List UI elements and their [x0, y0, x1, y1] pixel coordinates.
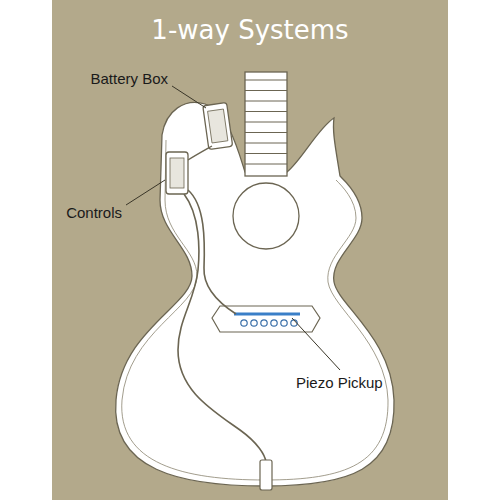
sound-hole	[233, 183, 299, 249]
bridge	[212, 306, 320, 332]
battery-box	[203, 103, 233, 150]
pickup-wire	[188, 190, 236, 314]
fret	[245, 90, 287, 91]
fret	[245, 122, 287, 123]
fret	[245, 164, 287, 165]
fret	[245, 153, 287, 154]
leader-line	[172, 86, 206, 108]
fret	[245, 132, 287, 133]
part-label: Piezo Pickup	[296, 374, 383, 391]
leader-line	[126, 180, 165, 205]
diagram-title: 1-way Systems	[151, 15, 348, 45]
guitar-neck	[245, 72, 287, 176]
fret	[245, 111, 287, 112]
fret	[245, 101, 287, 102]
leader-line	[292, 318, 340, 370]
output-wire	[178, 194, 266, 462]
controls-box	[166, 152, 188, 194]
battery-wire	[188, 146, 212, 160]
part-label: Controls	[66, 204, 122, 221]
endpin-jack	[260, 460, 272, 490]
fret	[245, 80, 287, 81]
part-label: Battery Box	[90, 70, 168, 87]
body-binding	[122, 140, 388, 480]
piezo-pickup	[234, 313, 300, 316]
fret	[245, 143, 287, 144]
bridge-pins	[241, 320, 297, 326]
